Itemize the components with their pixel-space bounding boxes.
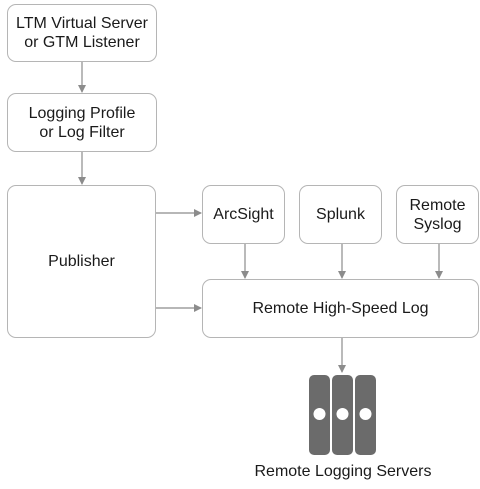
logging-profile-node: Logging Profile or Log Filter	[7, 93, 157, 152]
server-rack-icon	[309, 375, 376, 455]
virtual-server-label: LTM Virtual Server or GTM Listener	[16, 15, 148, 51]
remote-hsl-label: Remote High-Speed Log	[252, 300, 429, 317]
splunk-node: Splunk	[299, 185, 382, 244]
arcsight-label: ArcSight	[213, 206, 274, 223]
splunk-label: Splunk	[316, 206, 365, 223]
remote-syslog-node: Remote Syslog	[396, 185, 479, 244]
publisher-node: Publisher	[7, 185, 156, 338]
servers-caption: Remote Logging Servers	[254, 463, 432, 480]
remote-syslog-label: Remote Syslog	[409, 196, 466, 233]
remote-hsl-node: Remote High-Speed Log	[202, 279, 479, 338]
logging-profile-label: Logging Profile or Log Filter	[28, 104, 136, 141]
publisher-label: Publisher	[48, 253, 115, 270]
arcsight-node: ArcSight	[202, 185, 285, 244]
virtual-server-node: LTM Virtual Server or GTM Listener	[7, 4, 157, 62]
